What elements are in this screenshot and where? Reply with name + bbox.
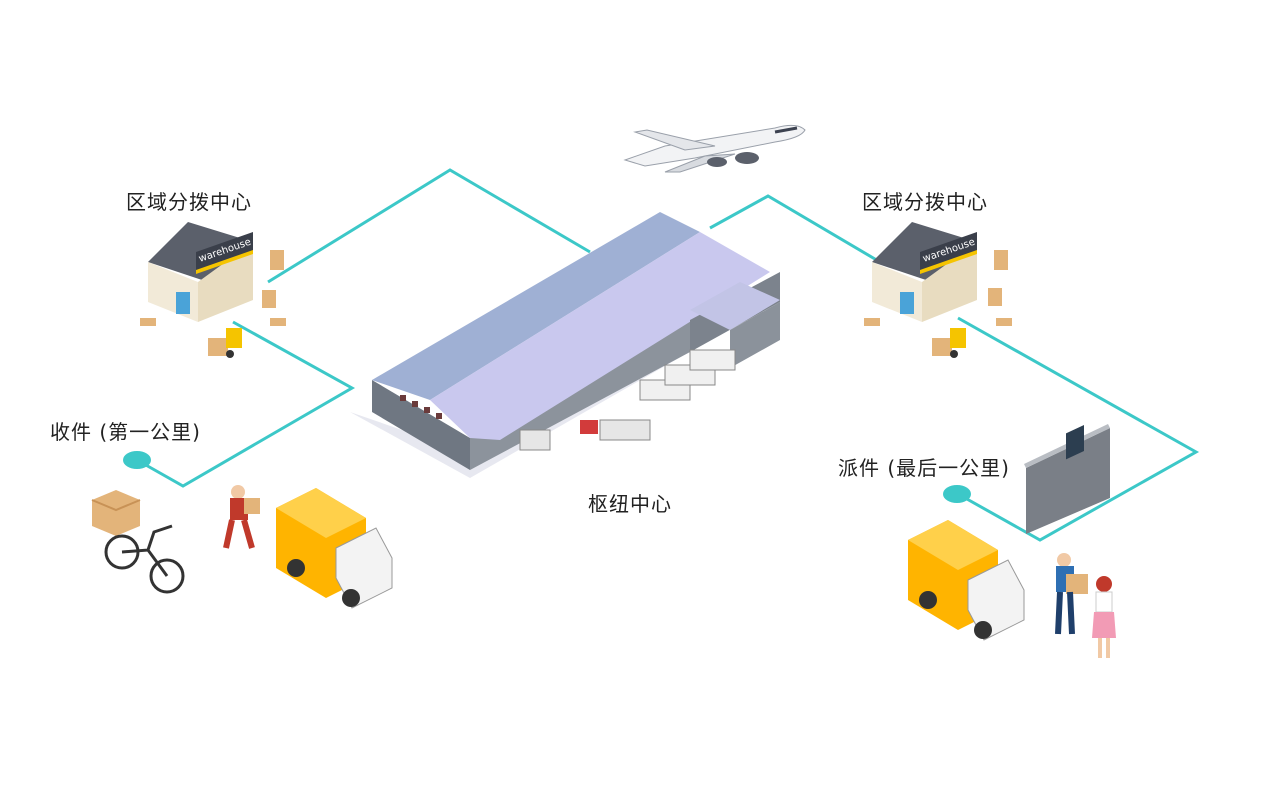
warehouse-icon: warehouse bbox=[148, 222, 253, 322]
pickup-node bbox=[123, 451, 151, 469]
route-left-to-hub bbox=[267, 168, 591, 284]
route-left-pickup bbox=[136, 320, 356, 488]
delivery-label: 派件 (最后一公里) bbox=[838, 456, 1010, 480]
warehouse-icon: warehouse bbox=[872, 222, 977, 322]
bicycle-icon bbox=[91, 490, 185, 594]
courier-icon bbox=[1055, 553, 1088, 635]
hub-label: 枢纽中心 bbox=[588, 492, 672, 516]
forklift-icon bbox=[932, 328, 966, 358]
route-hub-to-right bbox=[709, 194, 881, 264]
hub-warehouse-icon bbox=[350, 212, 780, 478]
pallet-icon bbox=[140, 250, 286, 326]
airplane-icon bbox=[623, 124, 806, 173]
pallet-icon bbox=[864, 250, 1012, 326]
regional-center-right-label: 区域分拨中心 bbox=[862, 190, 988, 214]
customer-icon bbox=[1092, 576, 1116, 658]
pickup-label: 收件 (第一公里) bbox=[50, 420, 201, 444]
delivery-node bbox=[943, 485, 971, 503]
regional-center-left-label: 区域分拨中心 bbox=[126, 190, 252, 214]
truck-icon bbox=[908, 520, 1025, 641]
parcel-locker-icon bbox=[1024, 424, 1110, 534]
route-lines bbox=[136, 168, 1200, 542]
truck-icon bbox=[276, 488, 393, 609]
forklift-icon bbox=[208, 328, 242, 358]
courier-icon bbox=[223, 485, 260, 549]
route-right-delivery bbox=[957, 316, 1200, 542]
